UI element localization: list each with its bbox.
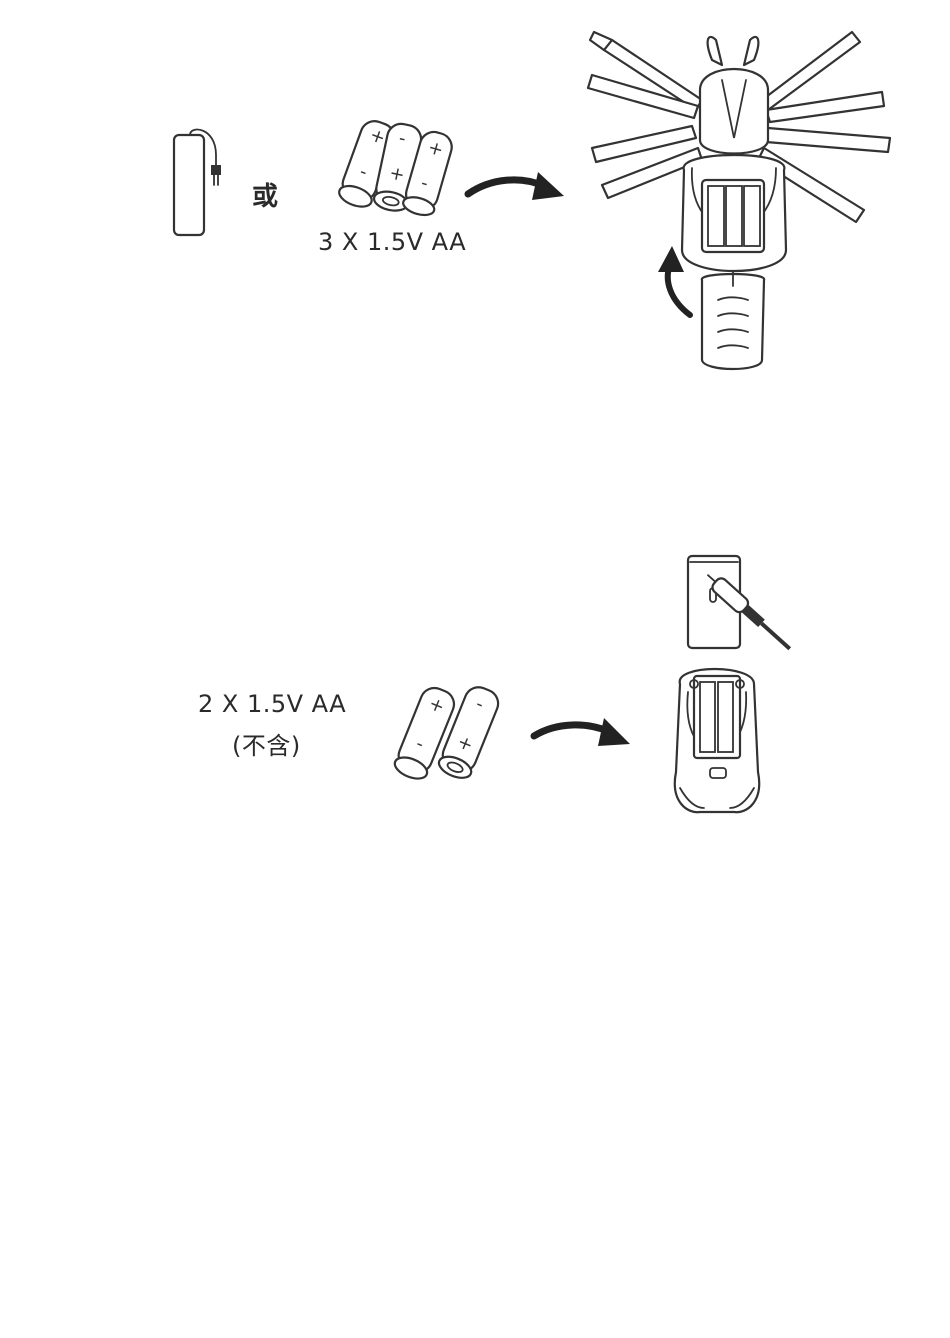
aa-batteries-icon: + - - + <box>382 678 512 798</box>
remote-controller-battery-compartment-icon <box>660 552 820 832</box>
spider-toy-battery-compartment-icon <box>572 10 902 375</box>
arrow-icon <box>532 716 632 756</box>
aa-batteries-icon: + - - + + - <box>320 110 460 230</box>
or-label: 或 <box>252 176 279 213</box>
arrow-icon <box>466 170 566 210</box>
controller-battery-spec-label: 2 X 1.5V AA <box>198 690 346 718</box>
rechargeable-battery-pack-icon <box>160 125 240 245</box>
batteries-not-included-note: (不含) <box>232 726 301 761</box>
battery-spec-label: 3 X 1.5V AA <box>318 228 466 256</box>
